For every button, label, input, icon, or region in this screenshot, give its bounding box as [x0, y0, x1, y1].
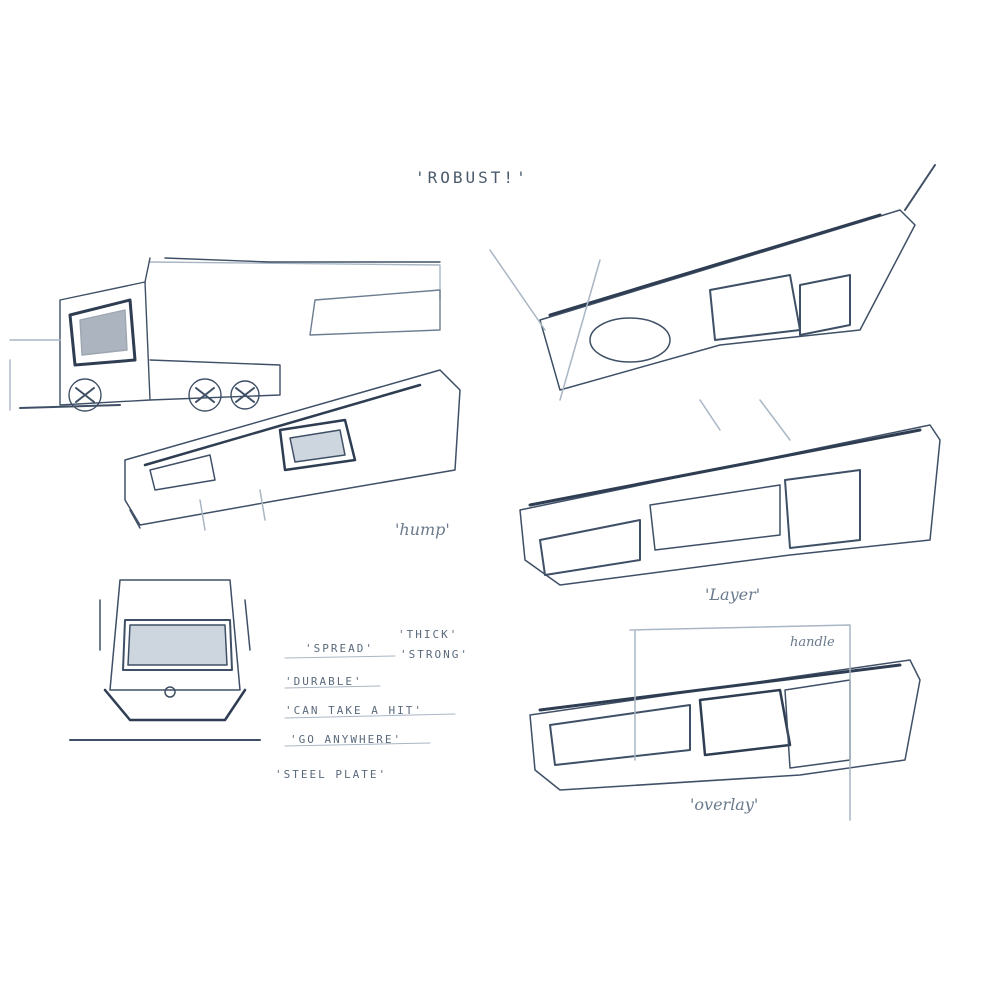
keyword-can-take-a-hit: 'CAN TAKE A HIT' [285, 704, 423, 717]
truck-side-sketch [9, 257, 441, 412]
keyword-thick: 'THICK' [398, 628, 459, 641]
keyword-steel-plate: 'STEEL PLATE' [275, 768, 388, 781]
keyword-strong: 'STRONG' [400, 648, 469, 661]
dashboard-sketch-overlay [529, 624, 921, 821]
dashboard-sketch-layer [519, 424, 941, 586]
keyword-spread: 'SPREAD' [305, 642, 374, 655]
keyword-durable: 'DURABLE' [285, 675, 363, 688]
keyword-go-anywhere: 'GO ANYWHERE' [290, 733, 403, 746]
truck-front-sketch [69, 579, 261, 741]
label-hump: 'hump' [395, 520, 450, 539]
label-layer: 'Layer' [705, 585, 761, 604]
sketch-title: 'ROBUST!' [415, 168, 529, 187]
dashboard-sketch-top [489, 164, 936, 441]
label-overlay: 'overlay' [690, 795, 759, 814]
label-handle: handle [790, 635, 835, 650]
dashboard-sketch-hump [124, 369, 461, 531]
